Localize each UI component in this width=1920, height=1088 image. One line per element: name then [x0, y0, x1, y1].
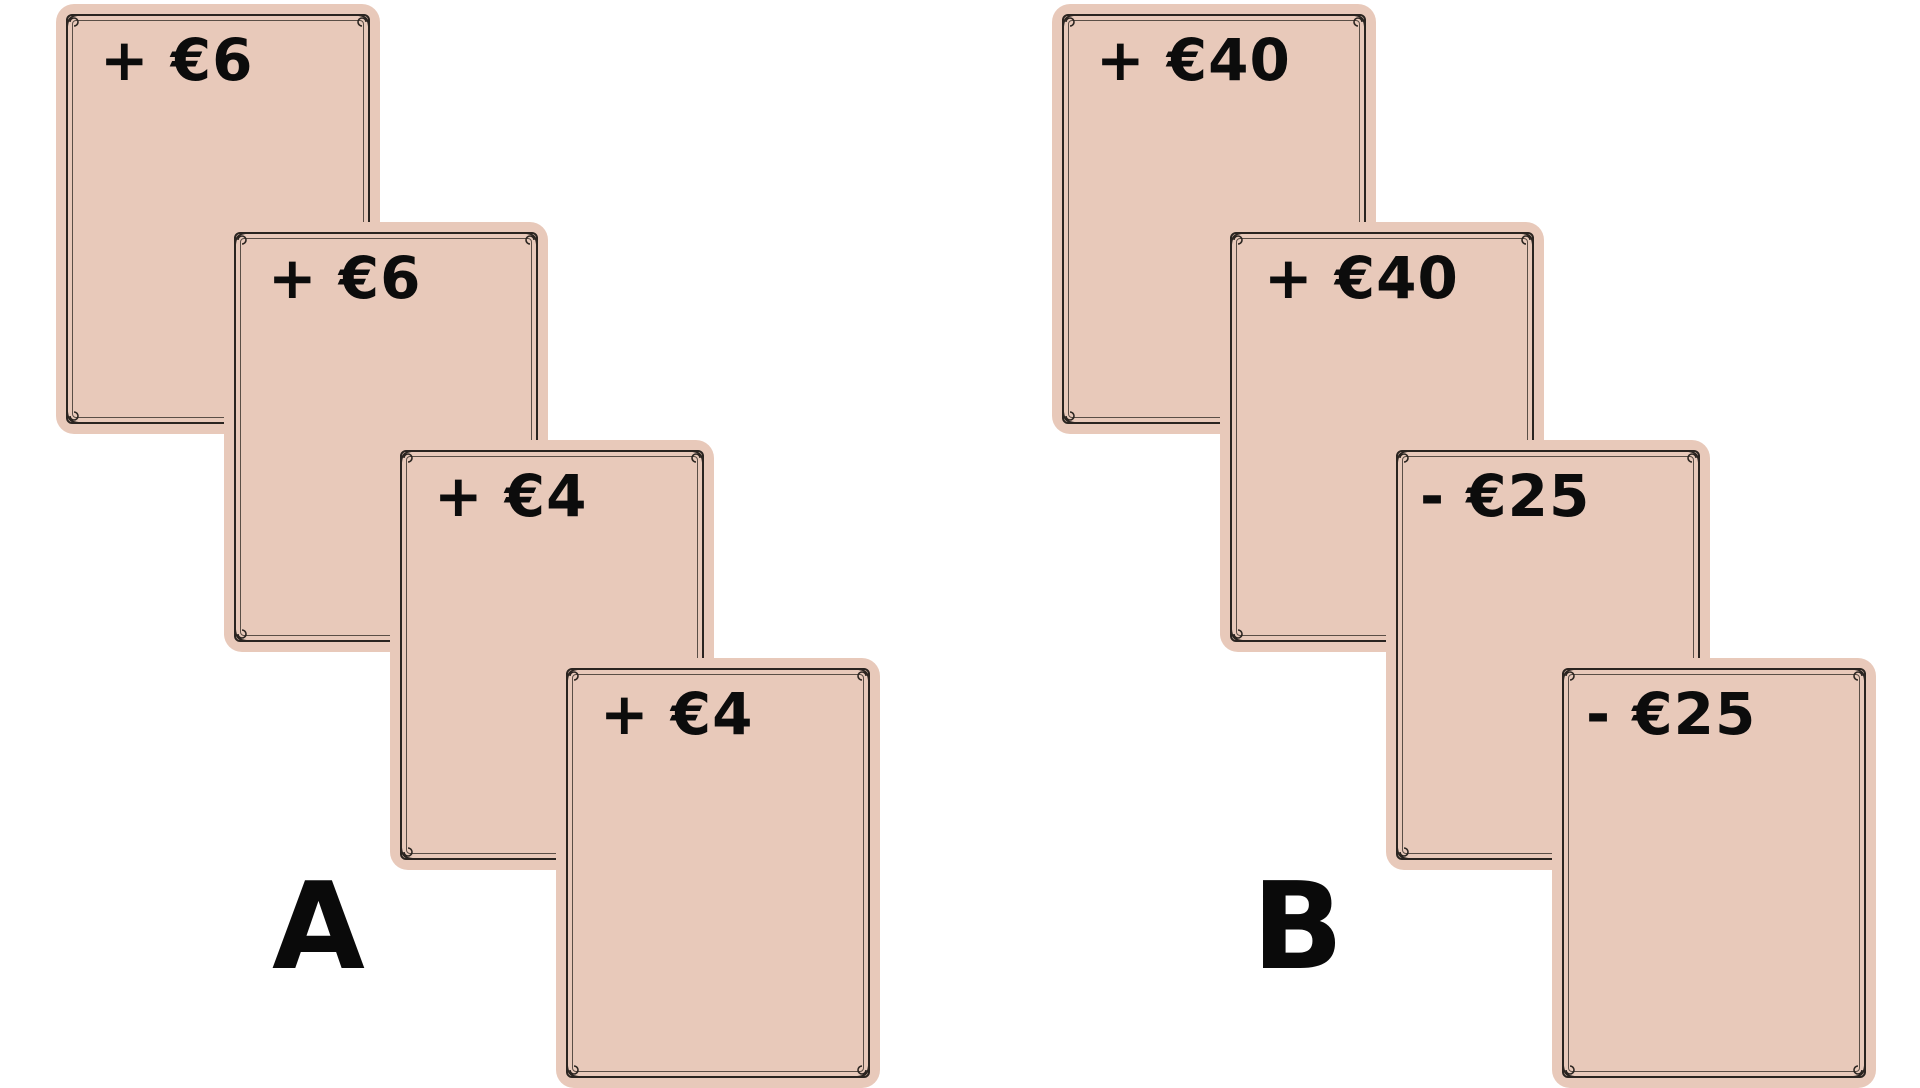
scroll-ornament-icon — [1562, 668, 1580, 686]
scroll-ornament-icon — [520, 232, 538, 250]
card-inner-frame — [406, 456, 698, 854]
scroll-ornament-icon — [400, 842, 418, 860]
scroll-ornament-icon — [1848, 1060, 1866, 1078]
card-group-a: + €6 + €6 + €4 + €4 A — [0, 0, 960, 1088]
card-frame — [566, 668, 870, 1078]
card-inner-frame — [1068, 20, 1360, 418]
card-frame — [400, 450, 704, 860]
scroll-ornament-icon — [1062, 406, 1080, 424]
card-value: - €25 — [1420, 462, 1591, 530]
scroll-ornament-icon — [66, 406, 84, 424]
card-frame — [1230, 232, 1534, 642]
card[interactable]: + €6 — [56, 4, 380, 434]
scroll-ornament-icon — [1516, 232, 1534, 250]
group-label-a: A — [272, 858, 365, 997]
scroll-ornament-icon — [66, 14, 84, 32]
scroll-ornament-icon — [852, 1060, 870, 1078]
card-group-b: + €40 + €40 - €25 - €25 B — [0, 0, 1876, 1088]
scroll-ornament-icon — [1396, 450, 1414, 468]
scroll-ornament-icon — [1230, 624, 1248, 642]
card-value: - €25 — [1586, 680, 1757, 748]
card-inner-frame — [1568, 674, 1860, 1072]
card-value: + €6 — [100, 26, 254, 94]
card-value: + €40 — [1096, 26, 1291, 94]
card-frame — [1062, 14, 1366, 424]
scroll-ornament-icon — [1348, 14, 1366, 32]
scroll-ornament-icon — [566, 668, 584, 686]
card-inner-frame — [1402, 456, 1694, 854]
scroll-ornament-icon — [234, 232, 252, 250]
card-frame — [234, 232, 538, 642]
card-inner-frame — [572, 674, 864, 1072]
group-label-b: B — [1252, 858, 1344, 997]
scroll-ornament-icon — [566, 1060, 584, 1078]
card-frame — [1562, 668, 1866, 1078]
scroll-ornament-icon — [686, 450, 704, 468]
scroll-ornament-icon — [1062, 14, 1080, 32]
card-value: + €4 — [434, 462, 588, 530]
scroll-ornament-icon — [1562, 1060, 1580, 1078]
card-frame — [1396, 450, 1700, 860]
scroll-ornament-icon — [234, 624, 252, 642]
card[interactable]: - €25 — [1552, 658, 1876, 1088]
scroll-ornament-icon — [1230, 232, 1248, 250]
card-value: + €6 — [268, 244, 422, 312]
card-inner-frame — [1236, 238, 1528, 636]
card[interactable]: + €4 — [556, 658, 880, 1088]
scroll-ornament-icon — [352, 14, 370, 32]
card-value: + €4 — [600, 680, 754, 748]
scroll-ornament-icon — [1682, 450, 1700, 468]
scroll-ornament-icon — [1848, 668, 1866, 686]
card-inner-frame — [240, 238, 532, 636]
card-frame — [66, 14, 370, 424]
card-value: + €40 — [1264, 244, 1459, 312]
card-inner-frame — [72, 20, 364, 418]
scroll-ornament-icon — [400, 450, 418, 468]
scroll-ornament-icon — [852, 668, 870, 686]
scroll-ornament-icon — [1396, 842, 1414, 860]
